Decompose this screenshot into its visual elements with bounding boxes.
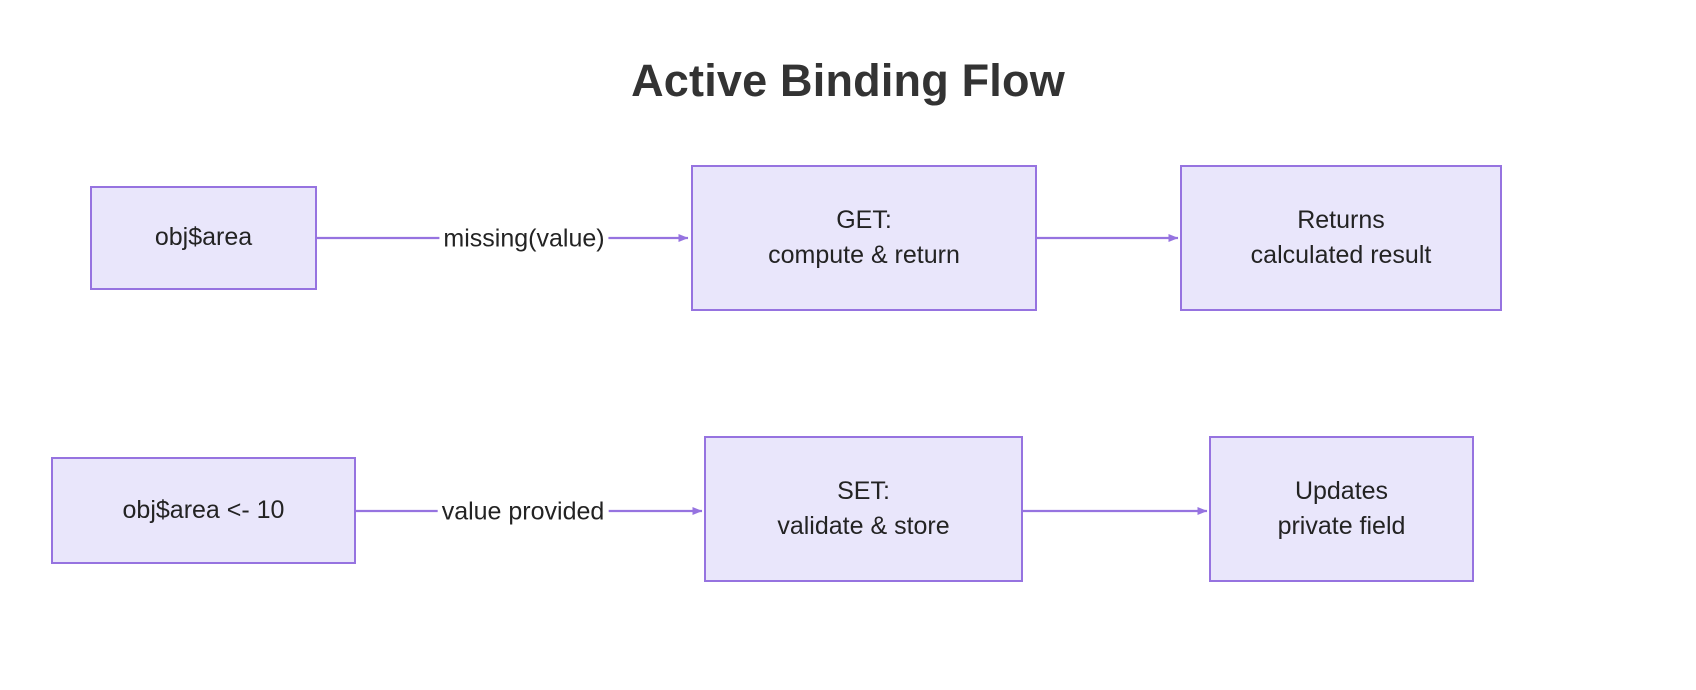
node-set-result-line1: Updates <box>1294 476 1389 505</box>
page-title: Active Binding Flow <box>631 55 1065 106</box>
node-get-trigger[interactable]: obj$area <box>90 186 317 290</box>
node-set-action-line1: SET: <box>837 476 890 505</box>
node-set-result[interactable]: Updates private field <box>1209 436 1474 582</box>
node-get-action-line2: compute & return <box>768 241 960 269</box>
edge-label-missing-value: missing(value) <box>439 226 609 252</box>
node-set-result-line2: private field <box>1277 512 1406 540</box>
edge-label-value-provided: value provided <box>437 499 609 525</box>
node-get-result-line2: calculated result <box>1250 241 1432 269</box>
node-get-action-line1: GET: <box>836 205 892 234</box>
node-get-action[interactable]: GET: compute & return <box>691 165 1037 311</box>
node-set-action[interactable]: SET: validate & store <box>704 436 1023 582</box>
node-set-trigger-line1: obj$area <- 10 <box>122 495 285 524</box>
node-get-result-line1: Returns <box>1297 205 1385 234</box>
node-get-result[interactable]: Returns calculated result <box>1180 165 1502 311</box>
node-get-trigger-line1: obj$area <box>154 223 253 252</box>
node-set-action-line2: validate & store <box>777 512 950 540</box>
node-set-trigger[interactable]: obj$area <- 10 <box>51 457 356 564</box>
